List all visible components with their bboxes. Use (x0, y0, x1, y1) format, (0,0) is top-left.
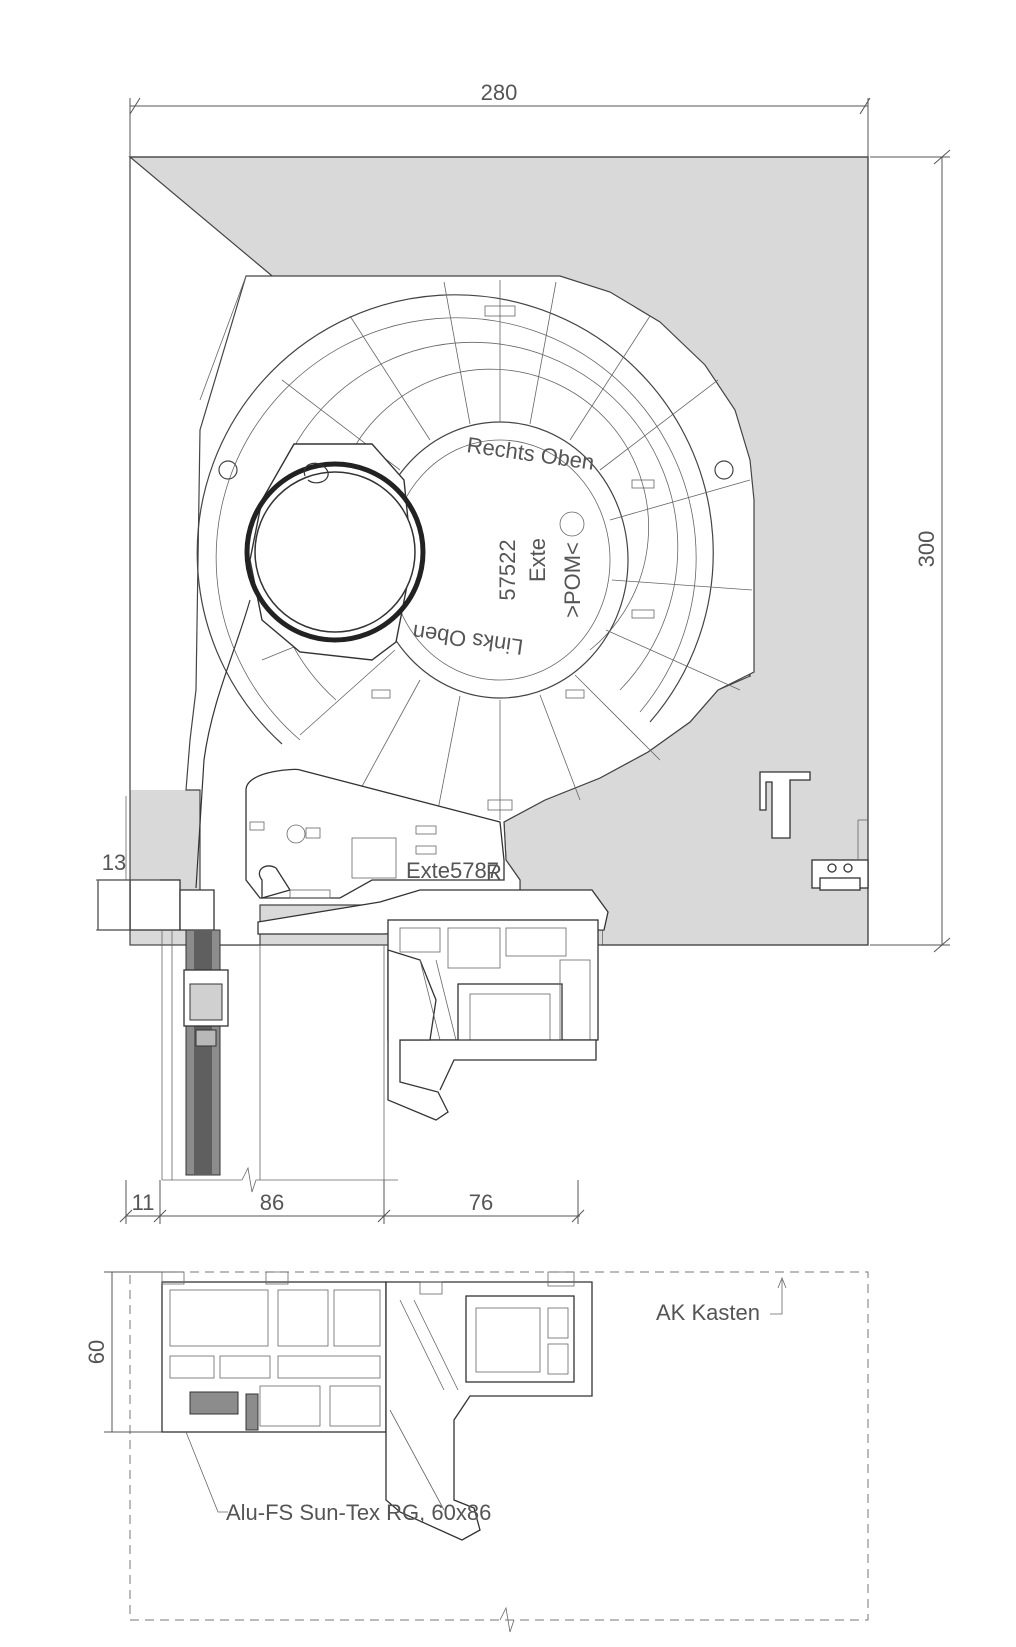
left-guide-rail (97, 796, 398, 1193)
right-guide-profile (759, 771, 869, 891)
dimension-300: 300 (870, 149, 951, 953)
label-part-number: 57522 (495, 539, 520, 600)
annotation-ak-kasten: AK Kasten (656, 1276, 787, 1325)
window-frame-section (257, 889, 609, 1121)
roller-tube (195, 443, 426, 889)
profile-brand-label: Exte (406, 858, 450, 883)
label-material: >POM< (560, 542, 585, 618)
dimension-13: 13 (96, 850, 160, 931)
dimension-280-label: 280 (481, 80, 518, 105)
ak-kasten-label: AK Kasten (656, 1300, 760, 1325)
drum-spokes (261, 280, 753, 821)
lower-profile-5787: Exte 5787 R (245, 768, 505, 899)
label-drum-brand: Exte (525, 538, 550, 582)
horizontal-section: 60 (84, 1271, 869, 1633)
dimension-280: 280 (129, 80, 871, 160)
dimension-60-label: 60 (84, 1340, 109, 1364)
profile-part-label: 5787 (450, 858, 499, 883)
dimension-76-label: 76 (469, 1190, 493, 1215)
dimension-11-label: 11 (132, 1190, 155, 1215)
profile-suffix-label: R (486, 860, 502, 885)
annotation-alu-fs: Alu-FS Sun-Tex RG, 60x86 (185, 1431, 491, 1525)
dimension-86-label: 86 (260, 1190, 284, 1215)
dimension-300-label: 300 (914, 531, 939, 568)
shutter-box (128, 156, 869, 946)
alu-fs-label: Alu-FS Sun-Tex RG, 60x86 (226, 1500, 491, 1525)
dimension-13-label: 13 (102, 850, 126, 875)
bottom-dimensions: 11 86 76 (119, 1180, 585, 1224)
